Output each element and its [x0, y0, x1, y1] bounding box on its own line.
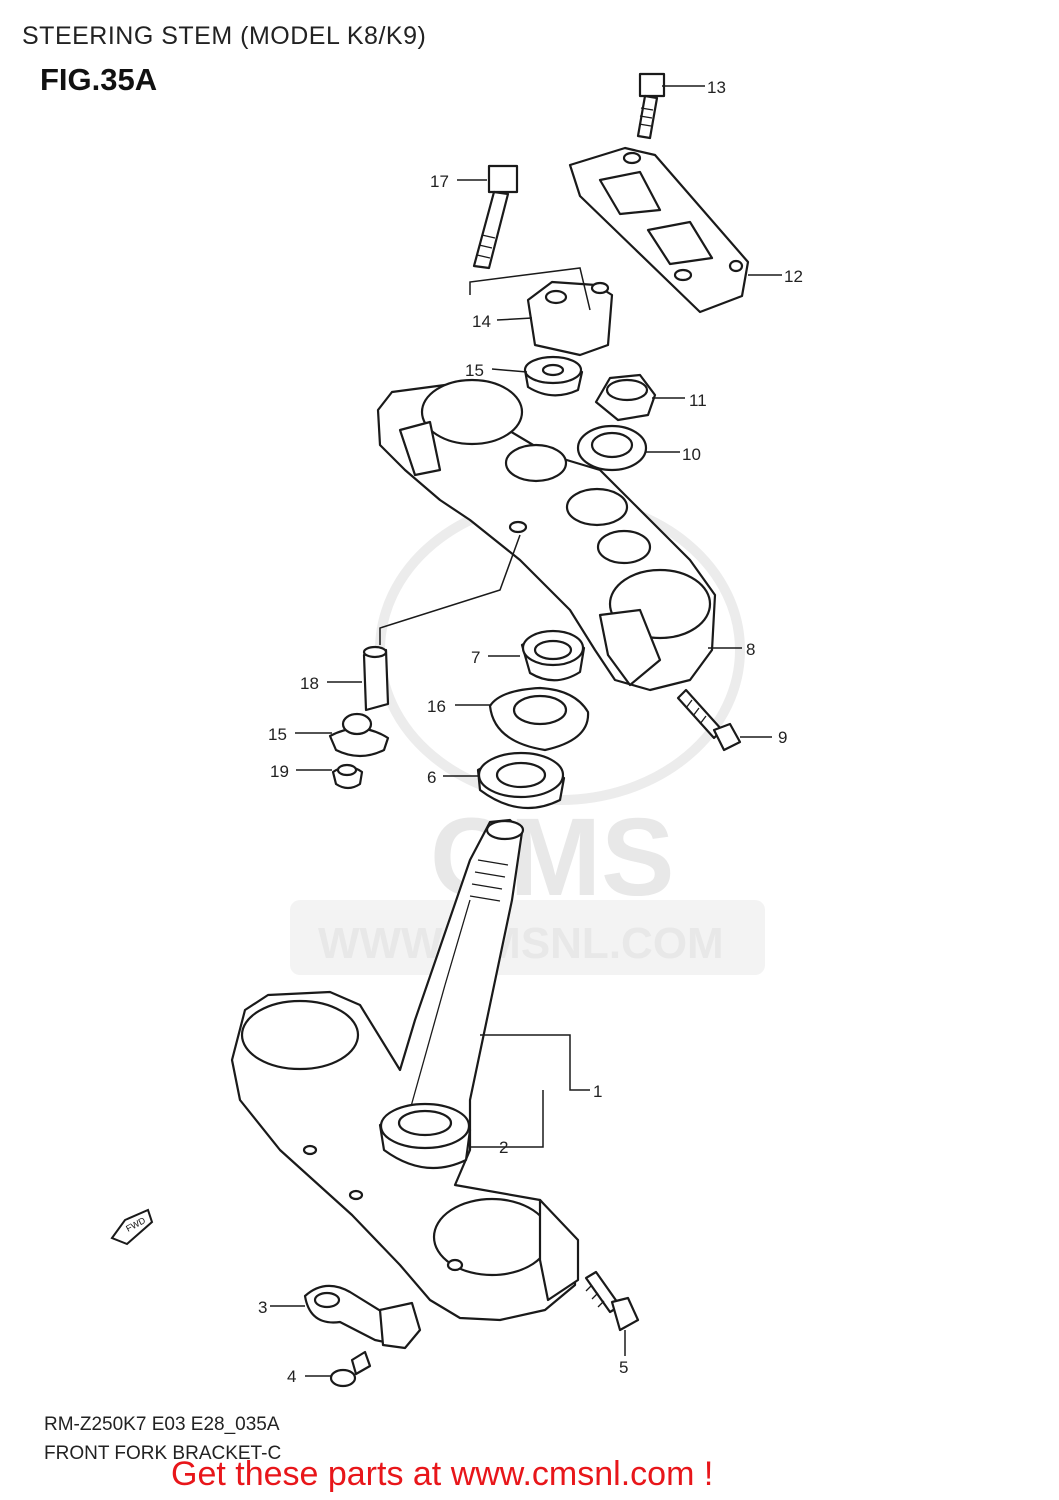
callout-1: 1 — [593, 1082, 602, 1101]
part-stem-head-nut — [594, 373, 657, 422]
part-cushion-lower — [328, 712, 390, 758]
callout-3: 3 — [258, 1298, 267, 1317]
part-guide-bolt — [329, 1350, 372, 1388]
part-stem-bearing-upper — [476, 751, 566, 810]
part-handlebar-holder-upper — [568, 146, 750, 314]
callout-5: 5 — [619, 1358, 628, 1377]
callout-15-lower: 15 — [268, 725, 287, 744]
callout-2: 2 — [499, 1138, 508, 1157]
callout-16: 16 — [427, 697, 446, 716]
callout-8: 8 — [746, 640, 755, 659]
callout-18: 18 — [300, 674, 319, 693]
part-steering-stem — [230, 818, 580, 1322]
assembly-name: FRONT FORK BRACKET-C — [44, 1443, 282, 1464]
part-stem-lock-nut — [520, 629, 586, 682]
part-holder-bolt-long — [472, 164, 519, 270]
callout-17: 17 — [430, 172, 449, 191]
section-title: STEERING STEM (MODEL K8/K9) — [22, 22, 427, 50]
part-stem-bearing-lower — [378, 1102, 472, 1170]
part-washer — [576, 424, 648, 472]
leader-lines — [270, 85, 782, 1377]
callout-10: 10 — [682, 445, 701, 464]
callout-4: 4 — [287, 1367, 296, 1386]
part-handlebar-holder-lower — [526, 280, 614, 357]
callout-9: 9 — [778, 728, 787, 747]
part-cushion-upper — [523, 355, 584, 397]
part-clamp-bolt-lower — [584, 1270, 640, 1332]
callout-6: 6 — [427, 768, 436, 787]
buy-parts-link[interactable]: Get these parts at www.cmsnl.com ! — [171, 1455, 714, 1493]
part-hose-guide — [303, 1284, 422, 1350]
callout-12: 12 — [784, 267, 803, 286]
part-collar — [362, 645, 390, 712]
part-upper-fork-bracket — [376, 378, 717, 692]
part-clamp-bolt-upper — [676, 688, 742, 752]
callout-19: 19 — [270, 762, 289, 781]
figure-id: FIG.35A — [40, 62, 158, 97]
callout-14: 14 — [472, 312, 491, 331]
callout-11: 11 — [689, 391, 707, 410]
callout-labels: 13 17 12 14 15 11 10 8 7 18 16 9 15 6 19… — [258, 78, 803, 1386]
watermark-url: WWW.CMSNL.COM — [318, 919, 724, 968]
fwd-direction-badge: FWD — [110, 1208, 154, 1246]
callout-15-upper: 15 — [465, 361, 484, 380]
callout-13: 13 — [707, 78, 726, 97]
model-code: RM-Z250K7 E03 E28_035A — [44, 1414, 280, 1435]
part-dust-seal — [488, 686, 590, 752]
part-holder-bolt — [636, 72, 666, 140]
callout-7: 7 — [471, 648, 480, 667]
part-nut — [331, 763, 364, 790]
